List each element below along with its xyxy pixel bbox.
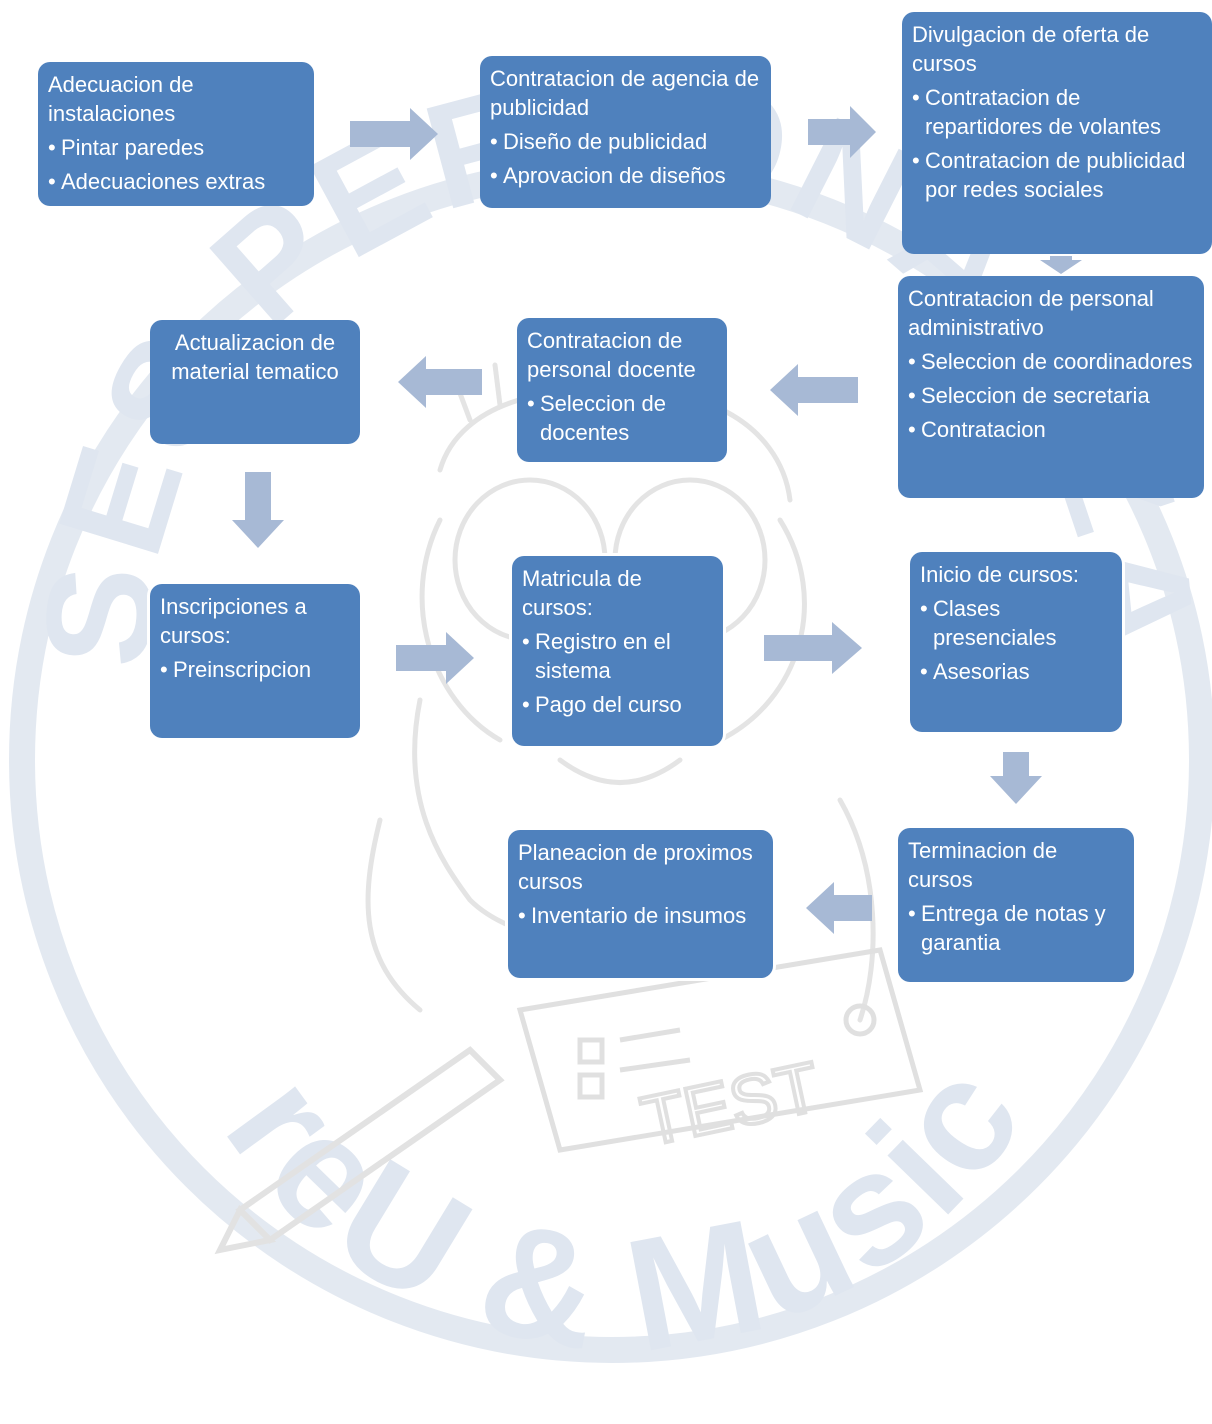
step-item: Diseño de publicidad — [490, 127, 761, 156]
step-title: Matricula de cursos: — [522, 566, 642, 620]
step-item: Seleccion de secretaria — [908, 381, 1194, 410]
step-adecuacion-instalaciones: Adecuacion de instalaciones Pintar pared… — [38, 62, 314, 206]
step-item: Contratacion de repartidores de volantes — [912, 83, 1202, 141]
step-inscripciones: Inscripciones a cursos: Preinscripcion — [150, 584, 360, 738]
step-title: Actualizacion de material tematico — [171, 330, 339, 384]
step-title: Divulgacion de oferta de cursos — [912, 22, 1150, 76]
step-personal-administrativo: Contratacion de personal administrativo … — [898, 276, 1204, 498]
step-actualizacion-material: Actualizacion de material tematico — [150, 320, 360, 444]
step-item: Aprovacion de diseños — [490, 161, 761, 190]
step-matricula: Matricula de cursos: Registro en el sist… — [512, 556, 723, 746]
step-title: Planeacion de proximos cursos — [518, 840, 753, 894]
step-inicio-cursos: Inicio de cursos: Clases presenciales As… — [910, 552, 1122, 732]
arrow-down-1 — [1040, 256, 1082, 274]
arrow-down-2 — [232, 472, 284, 548]
step-contratacion-agencia: Contratacion de agencia de publicidad Di… — [480, 56, 771, 208]
arrow-right-1 — [350, 108, 438, 160]
step-item: Contratacion — [908, 415, 1194, 444]
step-title: Contratacion de personal administrativo — [908, 286, 1154, 340]
step-item: Pago del curso — [522, 690, 713, 719]
step-terminacion-cursos: Terminacion de cursos Entrega de notas y… — [898, 828, 1134, 982]
arrow-right-4 — [764, 622, 862, 674]
step-divulgacion-oferta: Divulgacion de oferta de cursos Contrata… — [902, 12, 1212, 254]
step-item: Clases presenciales — [920, 594, 1112, 652]
step-item: Asesorias — [920, 657, 1112, 686]
arrow-right-3 — [396, 632, 474, 684]
step-item: Seleccion de docentes — [527, 389, 717, 447]
step-title: Inicio de cursos: — [920, 562, 1079, 587]
step-item: Entrega de notas y garantia — [908, 899, 1124, 957]
step-title: Inscripciones a cursos: — [160, 594, 307, 648]
pencil-icon — [214, 1046, 505, 1255]
step-title: Terminacion de cursos — [908, 838, 1058, 892]
step-item: Registro en el sistema — [522, 627, 713, 685]
step-personal-docente: Contratacion de personal docente Selecci… — [517, 318, 727, 462]
step-item: Pintar paredes — [48, 133, 304, 162]
step-item: Inventario de insumos — [518, 901, 763, 930]
arrow-left-1 — [770, 364, 858, 416]
step-item: Contratacion de publicidad por redes soc… — [912, 146, 1202, 204]
arrow-left-3 — [806, 882, 872, 934]
step-title: Adecuacion de instalaciones — [48, 72, 194, 126]
arrow-right-2 — [808, 106, 876, 158]
step-item: Seleccion de coordinadores — [908, 347, 1194, 376]
step-title: Contratacion de agencia de publicidad — [490, 66, 760, 120]
step-planeacion-cursos: Planeacion de proximos cursos Inventario… — [508, 830, 773, 978]
step-title: Contratacion de personal docente — [527, 328, 696, 382]
arrow-left-2 — [398, 356, 482, 408]
arrow-down-3 — [990, 752, 1042, 804]
step-item: Adecuaciones extras — [48, 167, 304, 196]
step-item: Preinscripcion — [160, 655, 350, 684]
